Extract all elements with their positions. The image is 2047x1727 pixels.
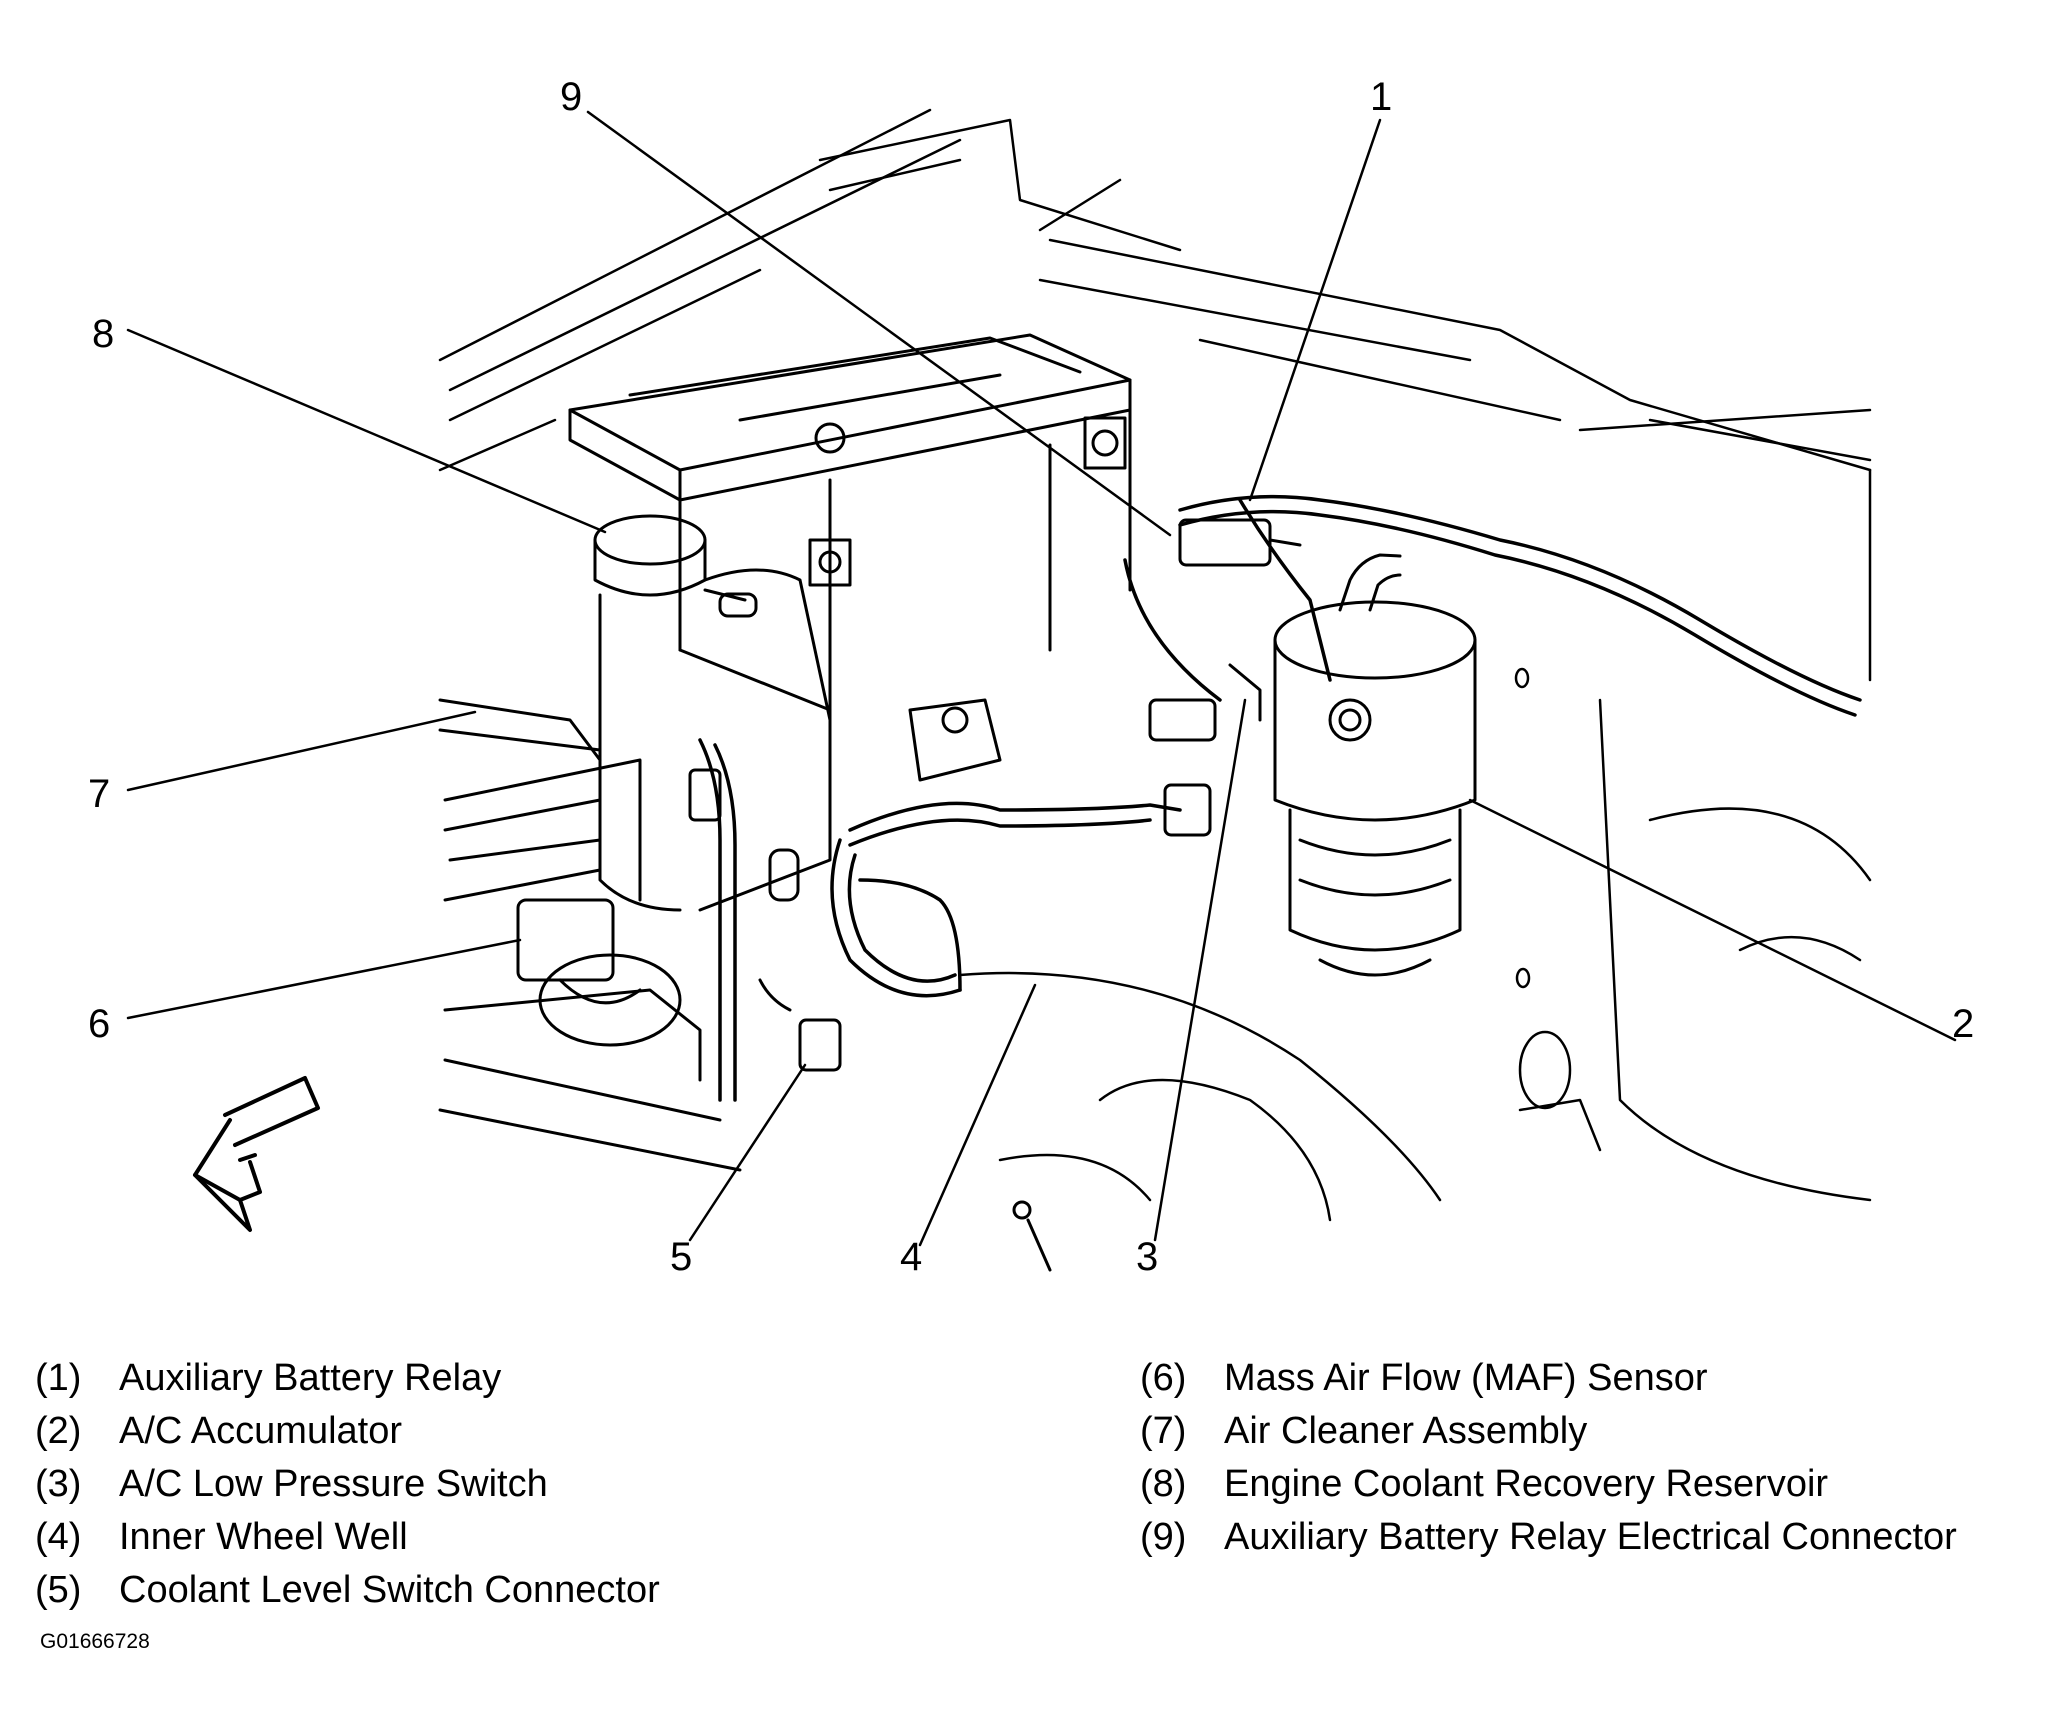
callout-2: 2 xyxy=(1952,1002,1975,1046)
callout-8: 8 xyxy=(92,312,115,356)
legend-label: Air Cleaner Assembly xyxy=(1224,1410,1588,1452)
fittings xyxy=(760,700,1000,1010)
legend-label: Engine Coolant Recovery Reservoir xyxy=(1224,1463,1829,1505)
leader-8 xyxy=(128,330,605,532)
callout-6: 6 xyxy=(88,1002,111,1046)
leader-1 xyxy=(1250,120,1380,500)
coolant-reservoir xyxy=(595,516,830,910)
leader-7 xyxy=(128,712,475,790)
leader-5 xyxy=(690,1065,805,1240)
legend-number: (5) xyxy=(35,1569,82,1611)
legend-label: Auxiliary Battery Relay Electrical Conne… xyxy=(1224,1516,1957,1558)
legend-number: (2) xyxy=(35,1410,82,1452)
figure-id: G01666728 xyxy=(40,1630,150,1653)
fender-outline xyxy=(440,110,1870,680)
leader-9 xyxy=(588,112,1170,535)
legend-label: Mass Air Flow (MAF) Sensor xyxy=(1224,1357,1708,1399)
leader-3 xyxy=(1155,700,1245,1240)
leader-6 xyxy=(128,940,520,1018)
connectors xyxy=(690,520,1300,1070)
legend-item: (7) Air Cleaner Assembly xyxy=(1140,1405,1957,1458)
ac-accumulator xyxy=(1275,555,1475,975)
battery xyxy=(570,335,1130,720)
maf-sensor xyxy=(518,900,680,1045)
callout-3: 3 xyxy=(1136,1235,1159,1279)
legend-item: (9) Auxiliary Battery Relay Electrical Co… xyxy=(1140,1511,1957,1564)
legend-number: (9) xyxy=(1140,1516,1187,1558)
legend-item: (2) A/C Accumulator xyxy=(35,1405,660,1458)
legend-number: (6) xyxy=(1140,1357,1187,1399)
legend-left: (1) Auxiliary Battery Relay (2) A/C Accumu… xyxy=(35,1352,660,1617)
callout-9: 9 xyxy=(560,75,583,119)
legend-label: Inner Wheel Well xyxy=(119,1516,408,1558)
legend-number: (7) xyxy=(1140,1410,1187,1452)
callout-4: 4 xyxy=(900,1235,923,1279)
air-cleaner xyxy=(440,700,740,1170)
engine-compartment-diagram xyxy=(0,0,2047,1300)
legend-item: (3) A/C Low Pressure Switch xyxy=(35,1458,660,1511)
legend-number: (3) xyxy=(35,1463,82,1505)
leader-2 xyxy=(1470,800,1955,1040)
leader-lines xyxy=(128,112,1955,1245)
legend-number: (8) xyxy=(1140,1463,1187,1505)
legend-label: Auxiliary Battery Relay xyxy=(119,1357,502,1399)
leader-4 xyxy=(920,985,1035,1245)
legend-item: (8) Engine Coolant Recovery Reservoir xyxy=(1140,1458,1957,1511)
legend-item: (4) Inner Wheel Well xyxy=(35,1511,660,1564)
inner-wheel-well xyxy=(960,669,1870,1220)
legend-item: (6) Mass Air Flow (MAF) Sensor xyxy=(1140,1352,1957,1405)
direction-arrow-icon xyxy=(195,1078,318,1230)
legend-right: (6) Mass Air Flow (MAF) Sensor (7) Air Cle… xyxy=(1140,1352,1957,1564)
clip xyxy=(1014,1202,1050,1270)
legend-number: (4) xyxy=(35,1516,82,1558)
legend-label: A/C Accumulator xyxy=(119,1410,402,1452)
legend-number: (1) xyxy=(35,1357,82,1399)
callout-1: 1 xyxy=(1370,75,1393,119)
callout-5: 5 xyxy=(670,1235,693,1279)
legend-label: A/C Low Pressure Switch xyxy=(119,1463,548,1505)
callout-7: 7 xyxy=(88,772,111,816)
legend-item: (1) Auxiliary Battery Relay xyxy=(35,1352,660,1405)
legend-label: Coolant Level Switch Connector xyxy=(119,1569,660,1611)
wire-harness xyxy=(700,497,1860,1100)
legend-item: (5) Coolant Level Switch Connector xyxy=(35,1564,660,1617)
